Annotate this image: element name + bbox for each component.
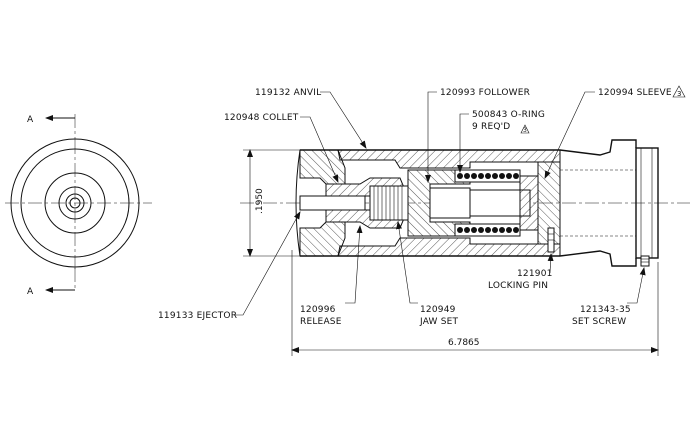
overall-length-dimension: 6.7865 [291,250,659,356]
sleeve-wall-bottom [337,237,561,257]
callout-jaw-set: 120949 JAW SET [396,221,459,327]
callout-sleeve: 120994 SLEEVE 3 [544,85,686,179]
callout-set-screw-label: SET SCREW [572,317,626,327]
anvil-nose-curve [295,149,301,257]
ejector-outer-circle [65,193,85,213]
sleeve-circle [20,148,130,258]
revision-flag-oring [520,124,530,134]
spring-coils-top [454,169,521,183]
overall-length-value: 6.7865 [448,338,480,348]
set-screw [640,255,650,267]
callout-release: 120996 RELEASE [300,225,363,327]
anvil-top [299,149,346,185]
revision-flag-oring-number: 3 [523,127,527,134]
collet-circle [58,186,92,220]
revision-flag-sleeve [672,85,686,98]
callout-follower: 120993 FOLLOWER [425,88,530,183]
section-label-bottom: A [27,287,34,297]
callout-collet: 120948 COLLET [224,113,339,183]
callout-anvil: 119132 ANVIL [255,88,367,149]
anvil-circle [44,172,106,234]
callout-collet-label: 120948 COLLET [224,113,299,123]
callout-oring: 500843 O-RING 9 REQ'D 3 [457,110,545,173]
callout-locking-pin-label: LOCKING PIN [488,281,548,291]
callout-locking-pin-number: 121901 [517,269,553,279]
section-label-top: A [27,115,34,125]
callout-release-number: 120996 [300,305,336,315]
callout-jaw-set-number: 120949 [420,305,456,315]
callout-anvil-label: 119132 ANVIL [255,88,321,98]
callout-ejector: 119133 EJECTOR [158,211,301,321]
callout-set-screw: 121343-35 SET SCREW [572,267,646,327]
follower-bore [429,187,471,219]
callout-jaw-set-label: JAW SET [419,317,459,327]
callout-oring-label: 500843 O-RING [472,110,545,120]
section-view [240,139,690,267]
spring-coils-bottom [454,223,521,237]
diameter-value: .1950 [255,188,265,214]
ejector-inner-circle [69,197,81,209]
revision-flag-sleeve-number: 3 [677,90,682,98]
callout-follower-label: 120993 FOLLOWER [440,88,530,98]
callout-set-screw-number: 121343-35 [580,305,631,315]
sleeve-wall-top [337,149,561,169]
callout-locking-pin: 121901 LOCKING PIN [488,253,554,291]
diameter-dimension: .1950 [243,149,300,257]
callout-release-label: RELEASE [300,317,342,327]
anvil-bottom [299,221,346,257]
callout-ejector-label: 119133 EJECTOR [158,311,237,321]
callout-sleeve-label: 120994 SLEEVE [598,88,672,98]
ejector-rod [299,195,366,211]
jaw-set-body [369,185,409,221]
callout-oring-qty: 9 REQ'D [472,122,510,132]
end-view: A A [5,114,152,297]
plunger-head [519,175,539,231]
jaw-set [369,185,409,221]
